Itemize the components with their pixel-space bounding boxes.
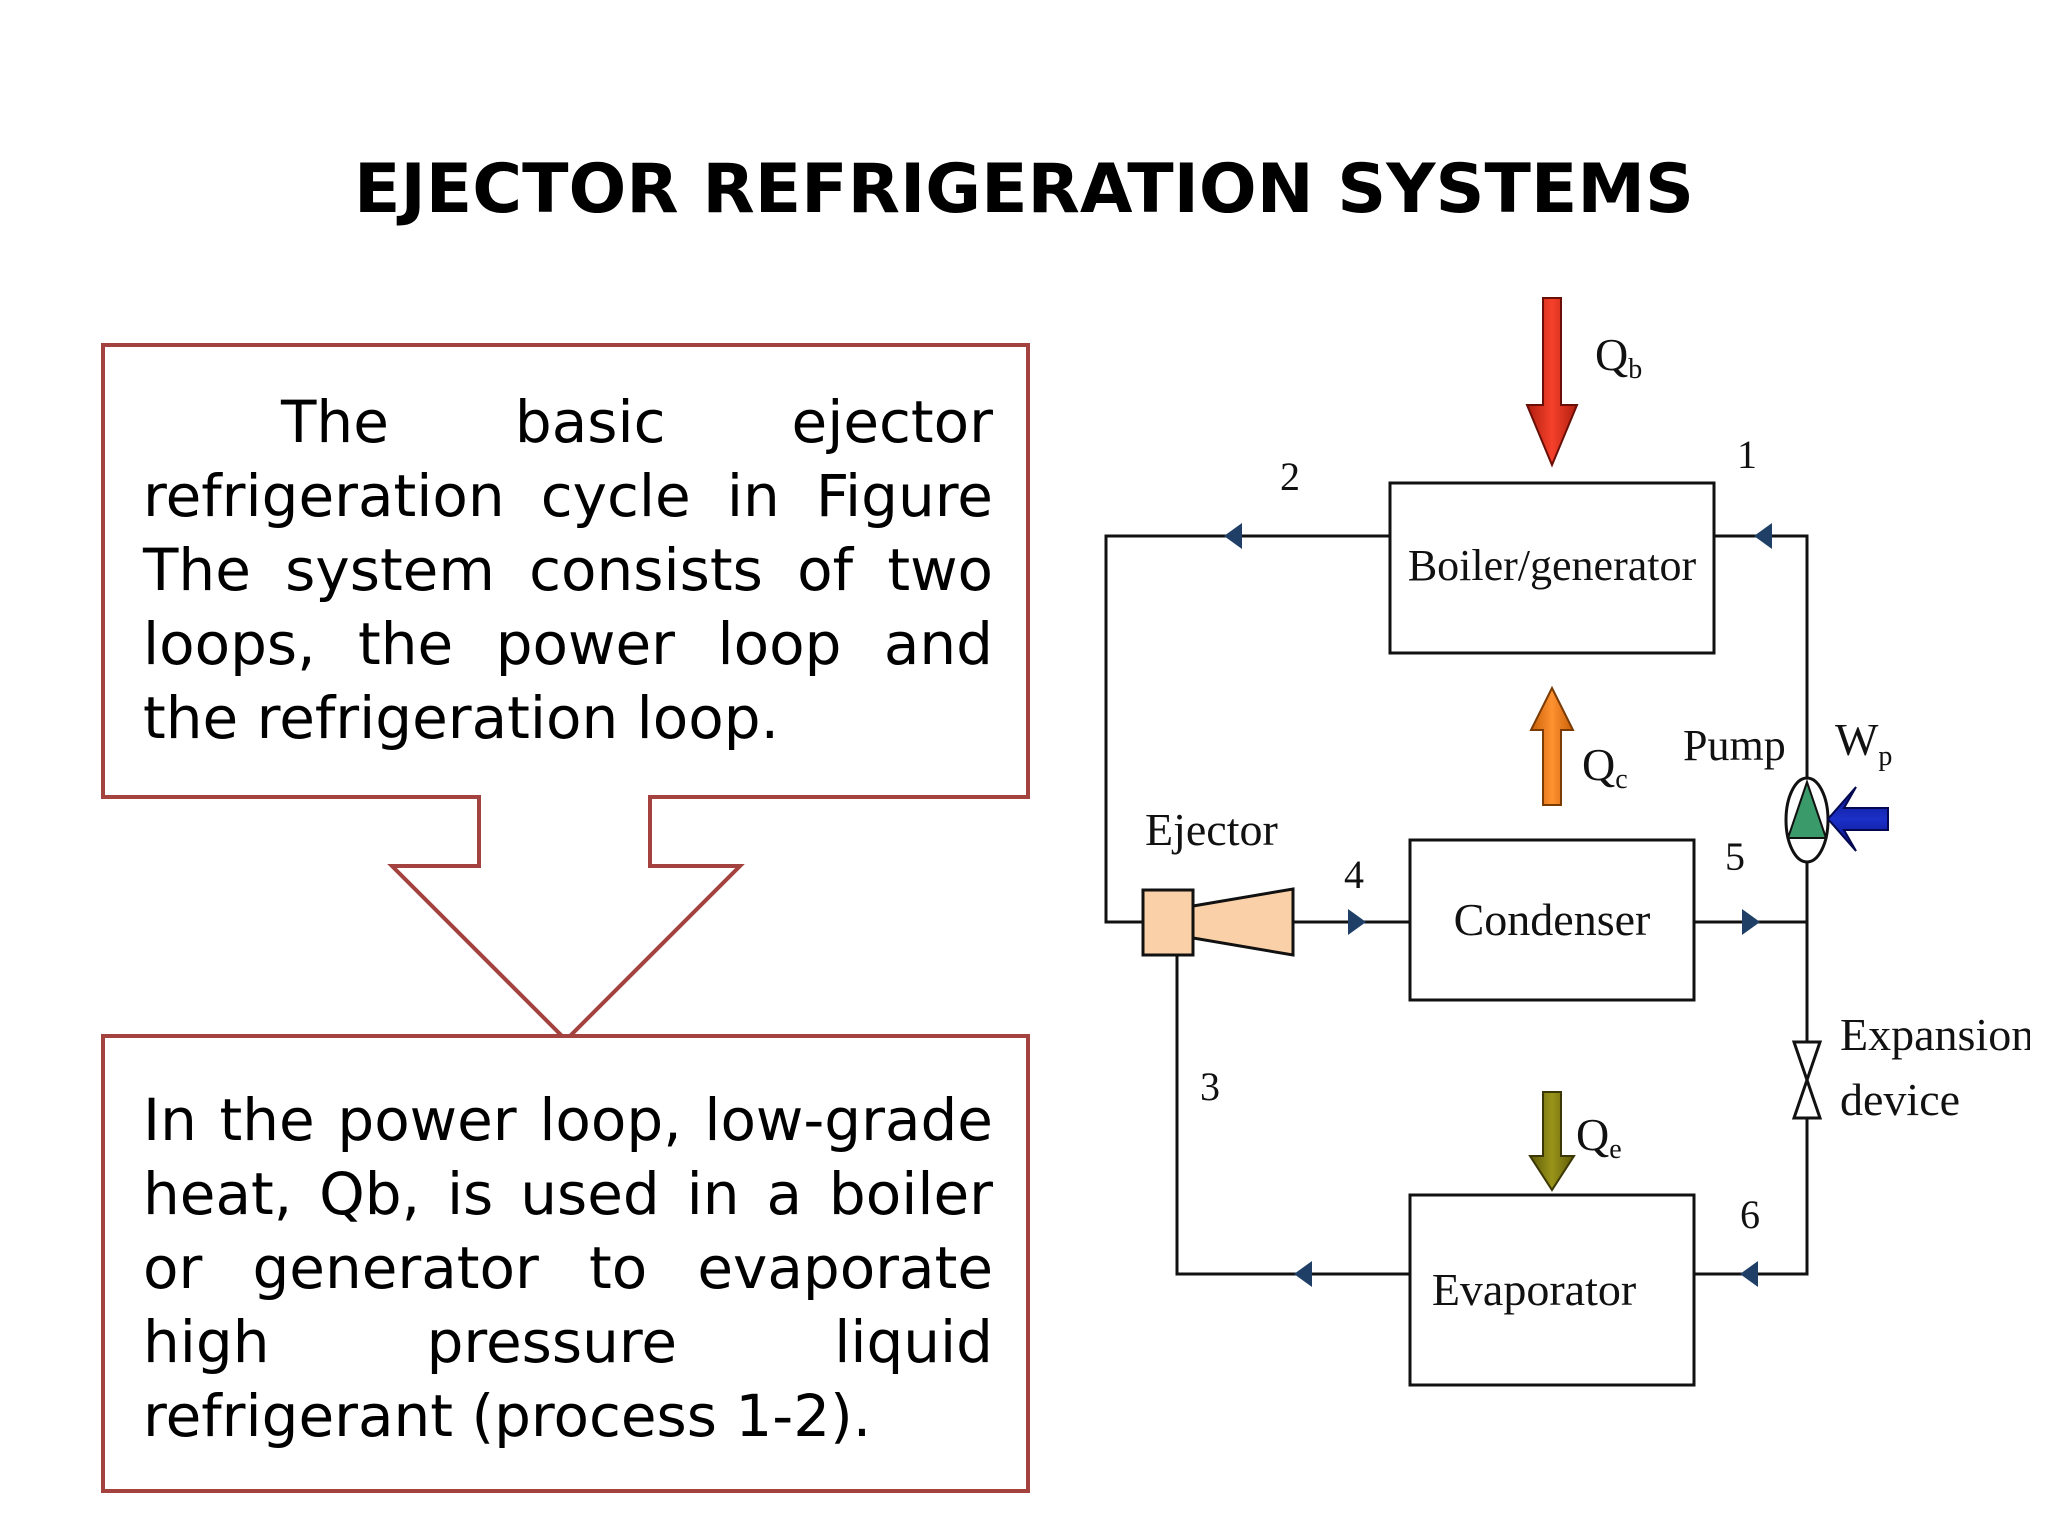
state-point-6: 6 [1740,1192,1760,1237]
state-point-1: 1 [1737,432,1757,477]
condenser-box [1408,838,1696,1002]
ejector-shape [1141,887,1295,957]
power-callout-border [101,1034,1030,1493]
qe-arrow-icon [1528,1091,1576,1192]
expansion-label-line2: device [1840,1074,1960,1125]
flow-arrow-1 [1754,523,1772,549]
ejector-cycle-diagram: Boiler/generator Condenser Evaporator Ej… [1104,297,2030,1387]
qc-label: Qc [1582,739,1628,795]
pump-label: Pump [1683,721,1786,770]
intro-callout-text: The basic ejector refrigeration cycle in… [143,388,993,752]
boiler-box [1388,481,1716,655]
wp-arrow-icon [1826,786,1889,852]
qb-arrow-icon [1525,297,1579,468]
flow-arrow-5 [1742,909,1760,935]
flow-arrow-6 [1740,1261,1758,1287]
flow-arrow-3 [1294,1261,1312,1287]
evaporator-box [1408,1193,1696,1387]
state-point-4: 4 [1344,852,1364,897]
expansion-valve-icon [1791,1040,1823,1120]
intro-callout-border [101,343,1030,1043]
slide-title: EJECTOR REFRIGERATION SYSTEMS [354,150,1694,229]
evaporator-label: Evaporator [1432,1264,1636,1315]
state-point-5: 5 [1725,834,1745,879]
expansion-label-line1: Expansion [1840,1009,2030,1060]
boiler-label: Boiler/generator [1408,541,1697,590]
wp-label: Wp [1835,714,1892,772]
state-point-2: 2 [1280,454,1300,499]
flow-arrow-4 [1348,909,1366,935]
state-point-3: 3 [1200,1064,1220,1109]
condenser-label: Condenser [1454,894,1651,945]
qb-label: Qb [1595,329,1642,385]
pump-icon [1784,776,1830,864]
qe-label: Qe [1576,1109,1622,1165]
flow-arrow-2 [1224,523,1242,549]
flow-arrows [1224,523,1772,1287]
qc-arrow-icon [1529,685,1575,806]
ejector-label: Ejector [1145,804,1278,855]
power-callout-text: In the power loop, low-grade heat, Qb, i… [143,1086,993,1450]
